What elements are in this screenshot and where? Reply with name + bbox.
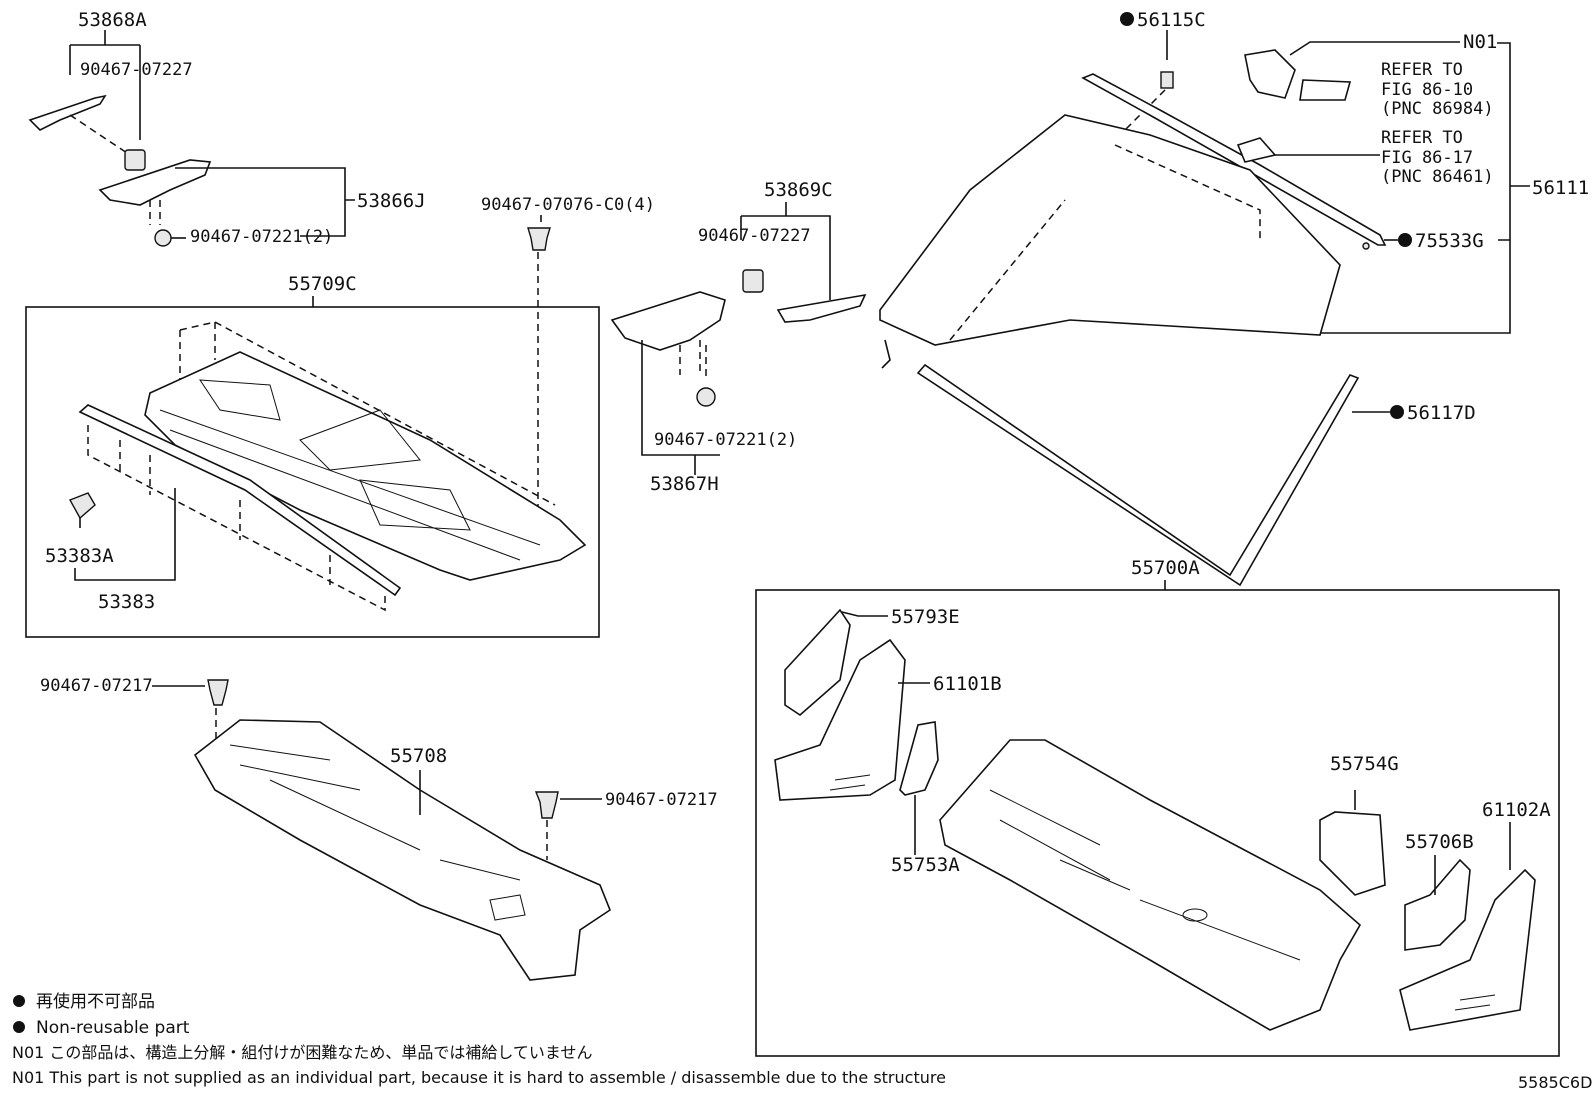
label-56111[interactable]: 56111 [1532,177,1589,199]
label-90467-07221-a[interactable]: 90467-07221(2) [190,227,333,247]
part-53869C-cover[interactable] [776,293,867,323]
label-55754G[interactable]: 55754G [1330,753,1399,775]
part-61102A-panel[interactable] [1399,868,1536,1031]
refer1-line1[interactable]: REFER TO [1381,60,1463,80]
refer2-line2[interactable]: FIG 86-17 [1381,148,1473,168]
legend-nonreusable-ja: 再使用不可部品 [36,991,155,1012]
label-N01[interactable]: N01 [1463,31,1497,53]
part-53867H-bracket[interactable] [610,291,726,351]
part-53866J-bracket[interactable] [98,159,212,206]
part-55753A-bracket[interactable] [899,721,939,796]
label-55753A[interactable]: 55753A [891,854,960,876]
part-56117D-molding[interactable] [916,363,1360,587]
label-53866J[interactable]: 53866J [357,190,426,212]
cowl-side-right-group: 53869C 90467-07227 90467-07221(2) 53867H [610,179,867,495]
part-86461-mount[interactable] [1236,137,1277,163]
part-55708-cowl-panel[interactable] [193,719,611,981]
figure-id: 5585C6D [1518,1073,1592,1092]
box-55700A: 55700A 55793E 61101B 55753A 55754G 55706… [755,557,1560,1057]
legend: 再使用不可部品 Non-reusable part N01 この部品は、構造上分… [12,991,1592,1092]
nonreusable-bullet-56117D [1390,405,1404,419]
label-53867H[interactable]: 53867H [650,473,719,495]
legend-n01-en: N01 This part is not supplied as an indi… [12,1068,946,1087]
part-53383-seal[interactable] [78,404,402,597]
clip-07076-group: 90467-07076-C0(4) [481,195,655,520]
box-55709C: 55709C 53383A 53383 [25,273,600,638]
part-clip-90467-07227-b[interactable] [742,269,764,293]
refer1-line3[interactable]: (PNC 86984) [1381,99,1494,119]
part-clip-90467-07227[interactable] [124,149,146,171]
part-55700A-dash-panel[interactable] [939,739,1362,1031]
label-90467-07227-a[interactable]: 90467-07227 [80,60,193,80]
cowl-top-outer-group: 90467-07217 55708 90467-07217 [40,676,718,981]
refer1-line2[interactable]: FIG 86-10 [1381,80,1473,100]
part-clip-90467-07217-b[interactable] [534,791,559,819]
part-56115C-spacer[interactable] [1160,71,1174,89]
label-53868A[interactable]: 53868A [78,9,147,31]
label-55793E[interactable]: 55793E [891,606,960,628]
label-61101B[interactable]: 61101B [933,673,1002,695]
legend-bullet-ja [13,995,25,1007]
refer2-line1[interactable]: REFER TO [1381,128,1463,148]
part-clip-90467-07076[interactable] [527,227,551,251]
legend-n01-ja: N01 この部品は、構造上分解・組付けが困難なため、単品では補給していません [12,1043,592,1062]
legend-nonreusable-en: Non-reusable part [36,1018,190,1038]
label-53869C[interactable]: 53869C [764,179,833,201]
windshield-group: 56115C N01 REFER TO FIG 86-10 (PNC 86984… [879,9,1589,587]
label-55700A[interactable]: 55700A [1131,557,1200,579]
label-56115C[interactable]: 56115C [1137,9,1206,31]
nonreusable-bullet-75533G [1398,233,1412,247]
label-90467-07217-a[interactable]: 90467-07217 [40,676,153,696]
label-90467-07221-b[interactable]: 90467-07221(2) [654,430,797,450]
label-55708[interactable]: 55708 [390,745,447,767]
refer2-line3[interactable]: (PNC 86461) [1381,167,1494,187]
label-61102A[interactable]: 61102A [1482,799,1551,821]
label-90467-07076[interactable]: 90467-07076-C0(4) [481,195,655,215]
part-75533G-molding[interactable] [1081,73,1387,246]
part-N01-bracket[interactable] [1244,49,1296,99]
label-53383A[interactable]: 53383A [45,545,114,567]
label-90467-07217-b[interactable]: 90467-07217 [605,790,718,810]
part-screw-90467-07221-b[interactable] [696,387,716,407]
label-53383[interactable]: 53383 [98,591,155,613]
part-53868A-cover[interactable] [28,94,107,131]
part-55793E-bracket[interactable] [784,608,851,717]
part-screw-90467-07221-a[interactable] [154,229,172,247]
nonreusable-bullet-56115C [1120,12,1134,26]
part-86984-sensor[interactable] [1299,79,1352,101]
cowl-side-cover-group: 53868A 90467-07227 53866J 90467-07221(2) [28,9,426,247]
part-55706B-bracket[interactable] [1404,858,1471,951]
label-56117D[interactable]: 56117D [1407,402,1476,424]
part-clip-90467-07217-a[interactable] [207,679,229,706]
label-75533G[interactable]: 75533G [1415,230,1484,252]
label-90467-07227-b[interactable]: 90467-07227 [698,226,811,246]
legend-bullet-en [13,1021,25,1033]
part-55754G-bracket[interactable] [1319,811,1386,896]
part-56111-windshield-glass[interactable] [879,114,1341,346]
part-clip-53383A[interactable] [68,492,96,520]
label-55706B[interactable]: 55706B [1405,831,1474,853]
label-55709C[interactable]: 55709C [288,273,357,295]
part-61101B-panel[interactable] [774,638,906,801]
